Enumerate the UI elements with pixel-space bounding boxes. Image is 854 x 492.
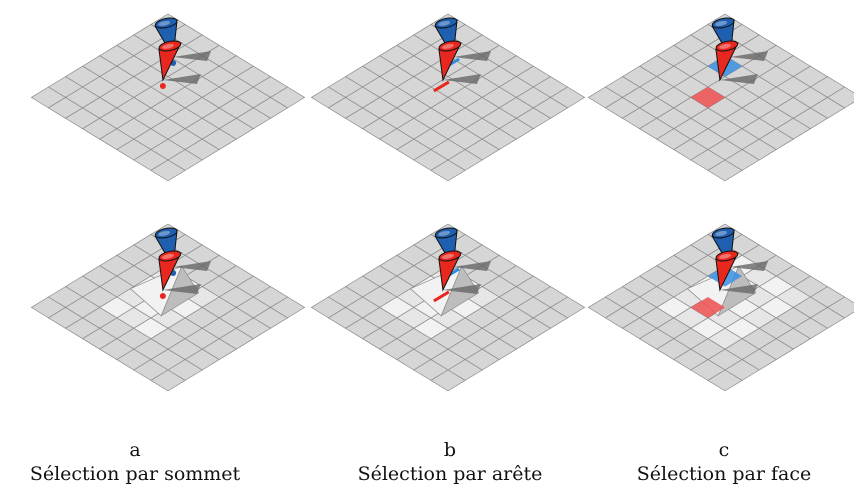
grid-cell: [430, 369, 466, 392]
selected-face-red: [690, 297, 725, 318]
panel-vertex-flat: [30, 13, 306, 182]
selection-figure: [30, 13, 854, 392]
selected-edge-red: [433, 290, 450, 303]
panel-face-flat: [587, 13, 854, 182]
panel-edge-deformed: [310, 223, 586, 392]
caption-letter-a: a: [129, 439, 141, 461]
caption-face-selection: Sélection par face: [636, 463, 812, 485]
caption-vertex-selection: Sélection par sommet: [29, 463, 241, 485]
selected-edge-red: [433, 80, 450, 93]
selected-vertex-red: [159, 292, 166, 299]
red-cursor-icon: [158, 250, 201, 294]
selected-face-red: [690, 87, 725, 108]
panel-face-deformed: [587, 223, 854, 392]
selected-vertex-red: [159, 82, 166, 89]
red-cursor-icon: [715, 40, 758, 84]
caption-letter-c: c: [718, 439, 730, 461]
red-cursor-icon: [438, 250, 481, 294]
red-cursor-icon: [715, 250, 758, 294]
grid-cell: [150, 159, 186, 182]
caption-letter-b: b: [443, 439, 457, 461]
panel-vertex-deformed: [30, 223, 306, 392]
caption-edge-selection: Sélection par arête: [357, 463, 543, 485]
grid-cell: [707, 159, 743, 182]
red-cursor-icon: [158, 40, 201, 84]
panel-edge-flat: [310, 13, 586, 182]
grid-cell: [430, 159, 466, 182]
grid-cell: [707, 369, 743, 392]
red-cursor-icon: [438, 40, 481, 84]
grid-cell: [150, 369, 186, 392]
blue-cursor-icon: [711, 227, 769, 271]
